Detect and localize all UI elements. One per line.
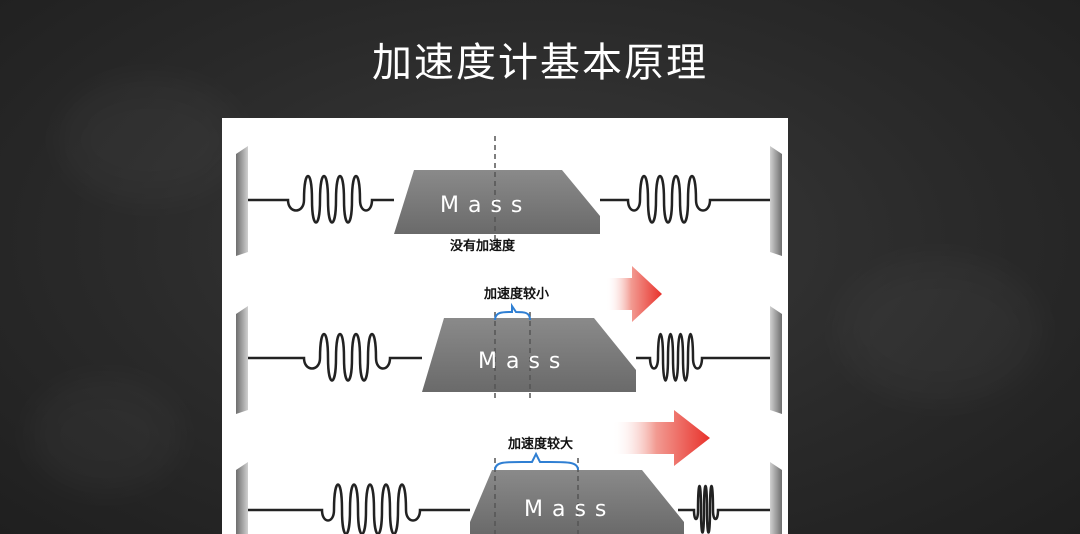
- mass-label: Mass: [478, 349, 569, 374]
- chalk-smudge: [60, 80, 240, 200]
- acceleration-arrow: [612, 410, 710, 466]
- row-large-acceleration: 加速度较大 Mass: [236, 410, 782, 534]
- slide-title: 加速度计基本原理: [372, 40, 708, 86]
- mass-block: [422, 318, 636, 392]
- left-spring: [248, 175, 394, 224]
- left-wall: [236, 306, 248, 414]
- right-spring: [636, 333, 770, 382]
- row-small-acceleration: 加速度较小 Mass: [236, 266, 782, 414]
- mass-label: Mass: [440, 193, 531, 218]
- left-wall: [236, 146, 248, 256]
- chalk-smudge: [30, 380, 180, 490]
- row-no-acceleration: Mass 没有加速度: [236, 136, 782, 256]
- right-wall: [770, 306, 782, 414]
- mass-label: Mass: [524, 497, 615, 522]
- accelerometer-diagram: Mass 没有加速度 加速度较小 Mass 加速度: [222, 118, 788, 534]
- displacement-brace: [494, 451, 579, 471]
- mass-block: [394, 170, 600, 234]
- displacement-brace: [494, 302, 531, 321]
- caption: 加速度较小: [483, 286, 549, 302]
- right-spring: [600, 175, 770, 224]
- right-wall: [770, 462, 782, 534]
- left-spring: [248, 483, 470, 534]
- diagram-canvas: Mass 没有加速度 加速度较小 Mass 加速度: [236, 136, 782, 534]
- mass-block: [470, 470, 684, 534]
- left-spring: [248, 333, 422, 382]
- right-wall: [770, 146, 782, 256]
- caption: 加速度较大: [507, 436, 573, 452]
- acceleration-arrow: [606, 266, 662, 322]
- right-spring: [678, 485, 770, 534]
- caption: 没有加速度: [450, 238, 516, 254]
- chalk-smudge: [840, 260, 1040, 400]
- left-wall: [236, 462, 248, 534]
